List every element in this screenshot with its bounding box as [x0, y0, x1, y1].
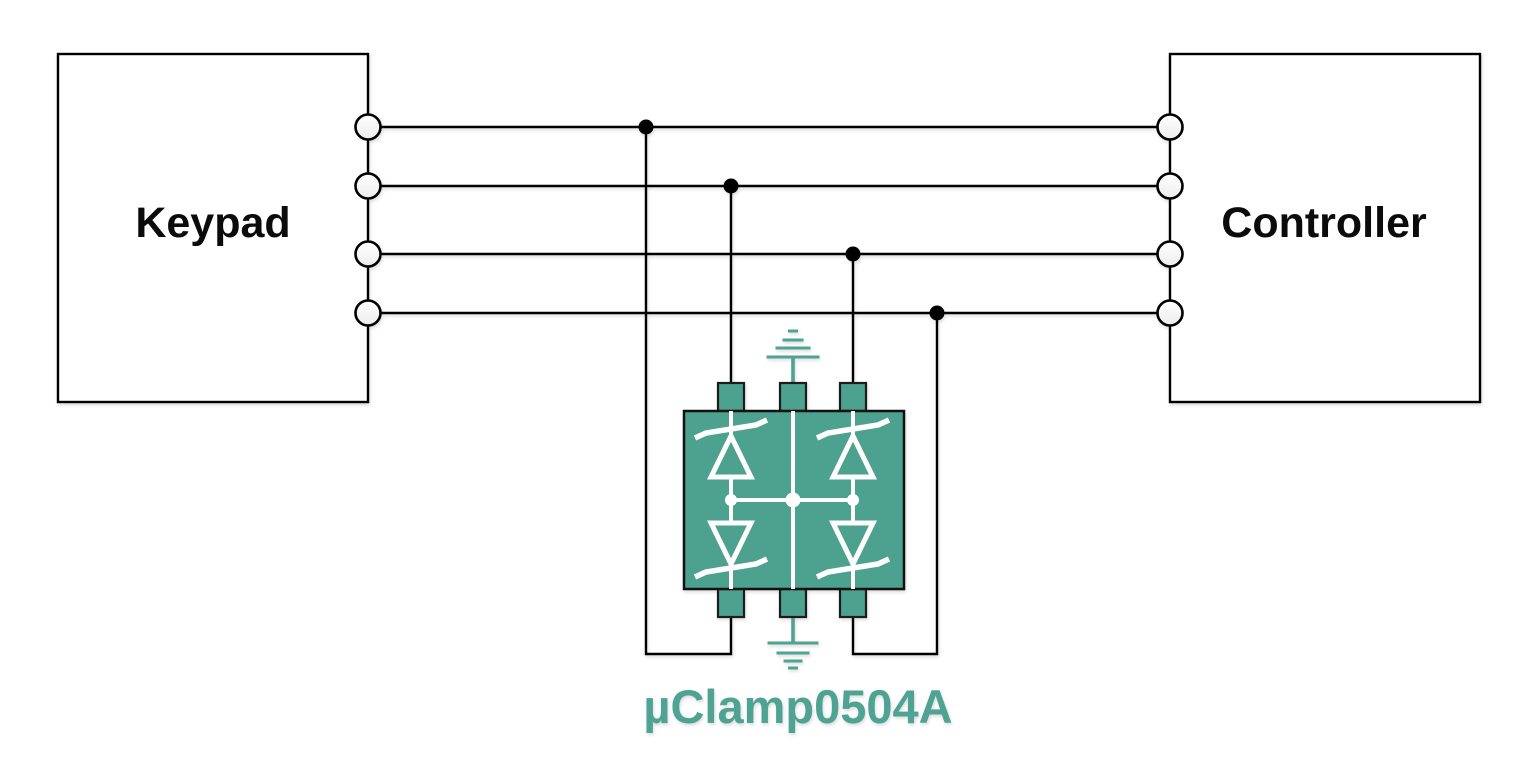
ic-pin-bottom-center — [778, 587, 808, 619]
zener-bar-top-right — [815, 417, 891, 441]
tvs-diode-array-ic — [682, 381, 906, 619]
controller-terminal-1 — [1156, 113, 1184, 141]
ic-pin-top-center — [778, 381, 808, 413]
ic-pin-bottom-right — [838, 587, 868, 619]
ic-pin-top-right — [838, 381, 868, 413]
ground-symbol-bottom — [767, 617, 819, 670]
junction-dot-line2 — [723, 178, 739, 194]
controller-terminal-4 — [1156, 299, 1184, 327]
stub-wire-line4-to-bottom-right-pin — [851, 313, 939, 656]
junction-dot-line1 — [638, 119, 654, 135]
ground-symbol-top — [766, 329, 820, 383]
controller-box — [1168, 52, 1482, 404]
part-number-label: µClamp0504A — [643, 680, 952, 733]
stub-wire-line1-to-bottom-left-pin — [644, 127, 733, 656]
controller-block: Controller — [1156, 52, 1482, 404]
tvs-diode-pair-right — [815, 411, 891, 589]
controller-terminal-3 — [1156, 240, 1184, 268]
signal-wires — [368, 125, 1170, 315]
keypad-terminal-3 — [354, 240, 382, 268]
clamp-stub-wires — [644, 127, 939, 656]
junction-dot-line3 — [845, 246, 861, 262]
ic-pin-bottom-left — [716, 587, 746, 619]
controller-terminal-2 — [1156, 172, 1184, 200]
diode-triangle-down-left — [706, 520, 756, 570]
ic-pin-top-left — [716, 381, 746, 413]
controller-label: Controller — [1221, 199, 1427, 247]
ic-junction-dot-center — [785, 492, 801, 508]
keypad-block: Keypad — [56, 52, 382, 404]
ic-junction-dot-left — [725, 494, 737, 506]
ic-junction-dot-right — [847, 494, 859, 506]
junction-dot-line4 — [929, 305, 945, 321]
diode-triangle-down-right — [828, 520, 878, 570]
keypad-terminal-1 — [354, 113, 382, 141]
keypad-box — [56, 52, 370, 404]
keypad-terminal-4 — [354, 299, 382, 327]
keypad-terminal-2 — [354, 172, 382, 200]
zener-bar-top-left — [693, 417, 769, 441]
junction-dots — [638, 119, 945, 321]
keypad-label: Keypad — [135, 199, 290, 247]
